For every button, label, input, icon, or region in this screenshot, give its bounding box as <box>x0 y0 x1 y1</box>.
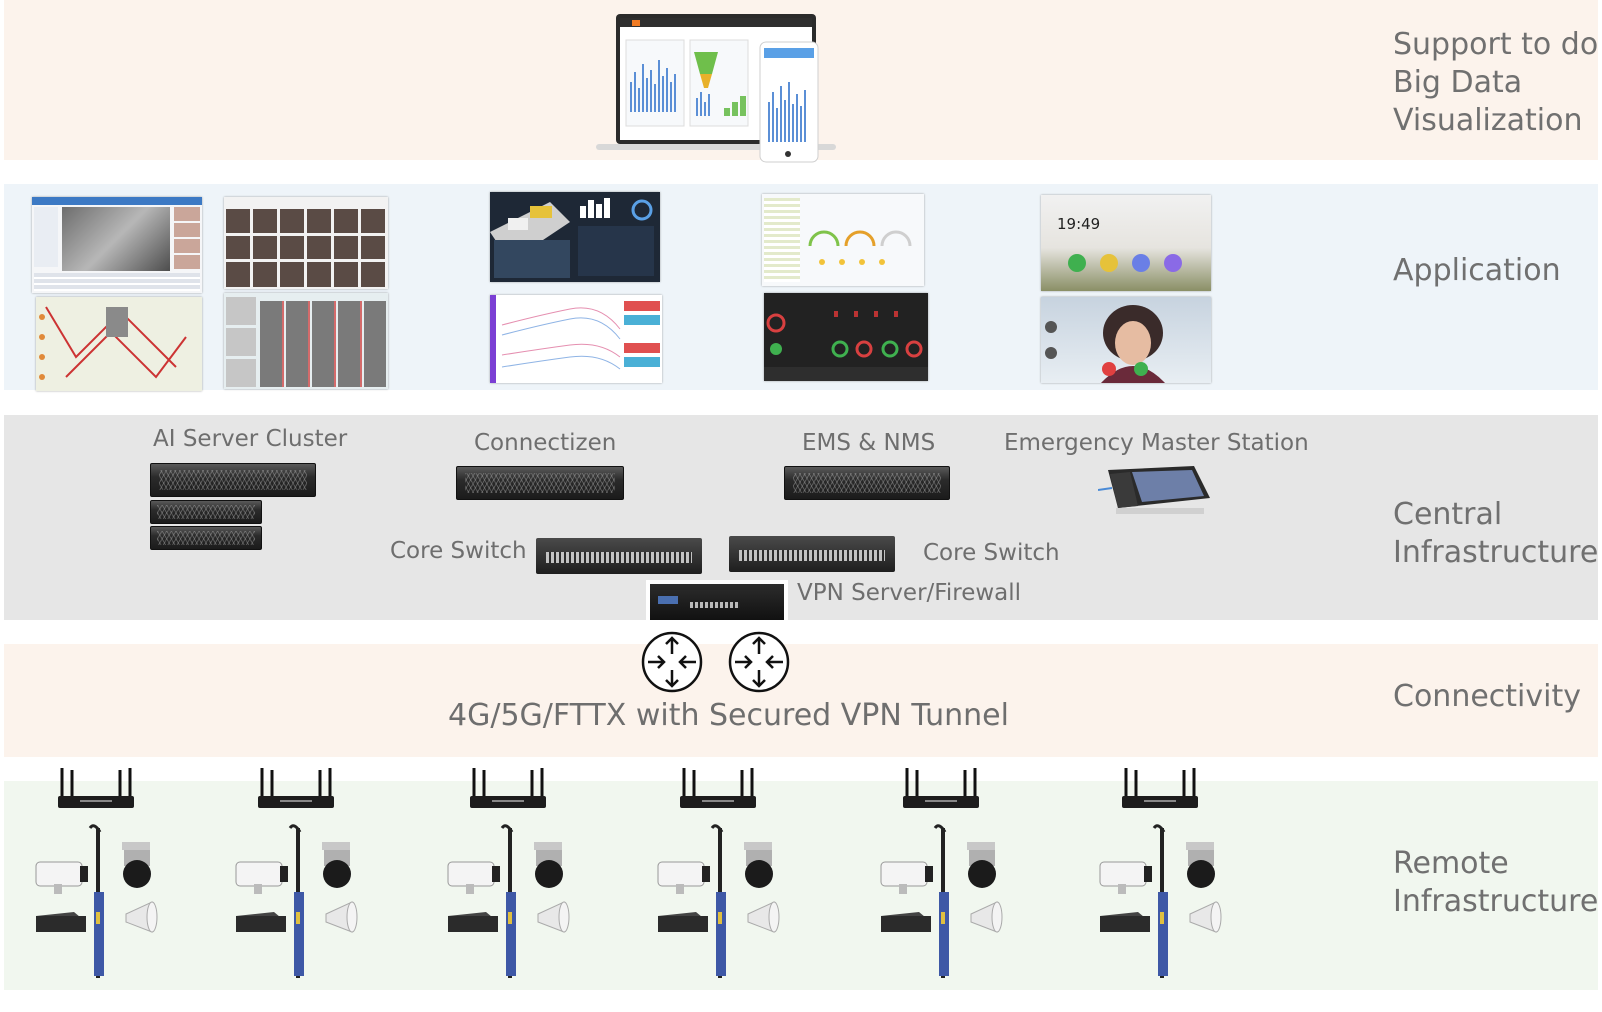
label-core-switch-left: Core Switch <box>390 538 527 564</box>
label-vpn-firewall: VPN Server/Firewall <box>797 580 1022 606</box>
label-ems-nms: EMS & NMS <box>802 430 936 456</box>
server-icon <box>456 466 624 500</box>
firewall-icon <box>646 580 788 624</box>
speaker-icon <box>325 901 358 933</box>
recorder-icon <box>36 912 86 932</box>
speaker-icon <box>970 901 1003 933</box>
recorder-icon <box>1100 912 1150 932</box>
speaker-icon <box>125 901 158 933</box>
connectivity-caption: 4G/5G/FTTX with Secured VPN Tunnel <box>448 698 1009 733</box>
app-tablet-intercom: 19:49 <box>1041 195 1211 291</box>
label-connectizen: Connectizen <box>474 430 617 456</box>
router-icon <box>641 631 703 693</box>
server-icon <box>150 500 262 524</box>
4g-router-icon <box>903 768 979 808</box>
app-video-call-photo <box>1041 297 1211 383</box>
label-ai-server-cluster: AI Server Cluster <box>153 426 348 452</box>
camera-icon <box>1099 861 1152 894</box>
recorder-icon <box>881 912 931 932</box>
router-icon <box>728 631 790 693</box>
camera-icon <box>967 842 996 888</box>
switch-icon <box>729 536 895 572</box>
remote-unit-2 <box>235 824 358 978</box>
4g-router-icon <box>1122 768 1198 808</box>
camera-icon <box>534 842 563 888</box>
camera-icon <box>1186 842 1215 888</box>
speaker-icon <box>537 901 570 933</box>
dashboard-laptop-image <box>596 14 836 163</box>
layer-label-remote: Remote Infrastructure <box>1393 846 1599 919</box>
pole-icon <box>933 824 949 978</box>
remote-unit-1 <box>35 824 158 978</box>
pole-icon <box>288 824 304 978</box>
emergency-station-icon <box>1098 466 1210 514</box>
camera-icon <box>322 842 351 888</box>
speaker-icon <box>1189 901 1222 933</box>
band-central <box>4 415 1598 620</box>
remote-unit-3 <box>447 824 570 978</box>
4g-router-icon <box>680 768 756 808</box>
app-screenshot-line-chart <box>490 295 662 383</box>
app-screenshot-smart-city-3d <box>490 192 660 282</box>
pole-icon <box>710 824 726 978</box>
remote-unit-6 <box>1099 824 1222 978</box>
pole-icon <box>88 824 104 978</box>
recorder-icon <box>658 912 708 932</box>
server-icon <box>784 466 950 500</box>
app-screenshot-map <box>36 297 202 391</box>
4g-router-icon <box>470 768 546 808</box>
pole-icon <box>1152 824 1168 978</box>
recorder-icon <box>448 912 498 932</box>
camera-icon <box>447 861 500 894</box>
remote-unit-4 <box>657 824 780 978</box>
band-connectivity <box>4 644 1598 757</box>
recorder-icon <box>236 912 286 932</box>
layer-label-connectivity: Connectivity <box>1393 679 1581 714</box>
app-screenshot-monitoring-dashboard <box>762 194 924 286</box>
label-core-switch-right: Core Switch <box>923 540 1060 566</box>
camera-icon <box>880 861 933 894</box>
camera-icon <box>235 861 288 894</box>
layer-label-support: Support to do Big Data Visualization <box>1393 27 1599 138</box>
layer-label-central: Central Infrastructure <box>1393 497 1599 570</box>
4g-router-icon <box>58 768 134 808</box>
server-icon <box>150 526 262 550</box>
camera-icon <box>122 842 151 888</box>
server-icon <box>150 463 316 497</box>
switch-icon <box>536 538 702 574</box>
app-screenshot-video-surveillance <box>32 197 202 293</box>
camera-icon <box>657 861 710 894</box>
app-screenshot-dark-dashboard <box>764 293 928 381</box>
tablet-clock: 19:49 <box>1057 215 1101 233</box>
label-emergency-master-station: Emergency Master Station <box>1004 430 1309 456</box>
camera-icon <box>744 842 773 888</box>
layer-label-application: Application <box>1393 253 1561 288</box>
4g-router-icon <box>258 768 334 808</box>
remote-unit-5 <box>880 824 1003 978</box>
camera-icon <box>35 861 88 894</box>
speaker-icon <box>747 901 780 933</box>
pole-icon <box>500 824 516 978</box>
app-screenshot-vehicle-grid <box>224 293 388 389</box>
app-screenshot-face-grid <box>224 197 388 289</box>
